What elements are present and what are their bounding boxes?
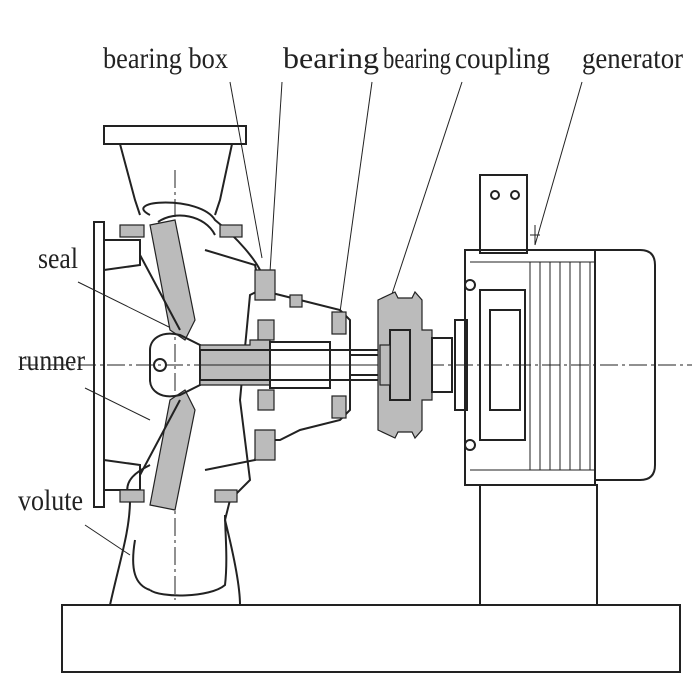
base-plate — [61, 604, 681, 673]
bearing-2-lower — [331, 395, 347, 419]
pump-casing — [93, 125, 261, 606]
generator-support — [479, 484, 598, 606]
label-bearing-1: bearing — [283, 42, 379, 75]
label-coupling: coupling — [455, 42, 550, 75]
shaft — [199, 341, 386, 389]
generator — [454, 174, 656, 606]
label-runner: runner — [18, 344, 85, 377]
label-volute: volute — [18, 484, 83, 517]
label-bearing-2: bearing — [383, 42, 451, 75]
coupling — [377, 290, 453, 440]
label-seal: seal — [38, 242, 78, 275]
bearing-box — [199, 249, 351, 471]
bearing-2-upper — [331, 311, 347, 335]
label-generator: generator — [582, 42, 683, 75]
bearing-1-upper — [289, 294, 303, 308]
label-bearing-box: bearing box — [103, 42, 228, 75]
